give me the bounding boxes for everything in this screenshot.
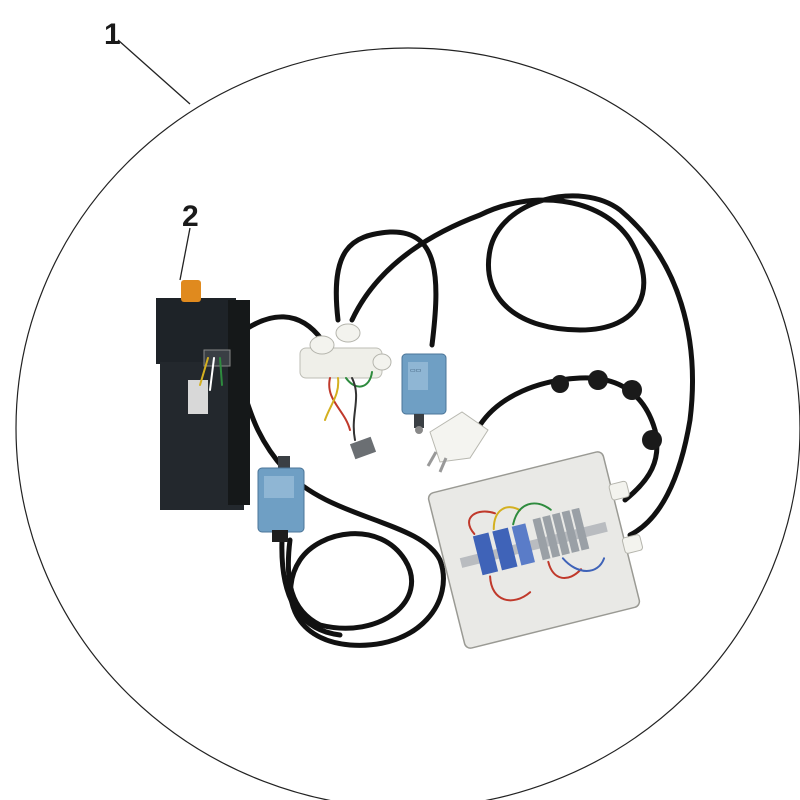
ferrite-bead-4 (642, 430, 662, 450)
relay-1 (472, 532, 499, 576)
left-switch-cable-loop (279, 537, 343, 638)
motor-label-sticker (188, 380, 208, 414)
control-box (427, 451, 644, 649)
junction-upper-cable (333, 229, 439, 348)
wire-connector-tab (349, 436, 377, 460)
junction-plate (299, 347, 383, 379)
gland-left (309, 335, 335, 355)
box-gland-bottom (621, 534, 644, 554)
terminal-block-1 (532, 517, 551, 561)
motor-shaft (181, 280, 201, 302)
gland-right (372, 353, 392, 371)
svg-text:▭▭: ▭▭ (410, 368, 422, 374)
terminal-block-3 (551, 512, 570, 556)
power-plug (426, 370, 662, 473)
long-cable-loop (349, 193, 695, 538)
callout-2-label: 2 (182, 200, 199, 233)
cable-junction (299, 323, 392, 460)
callout-1-leader (117, 39, 191, 105)
assembly-outline-circle (15, 47, 800, 800)
ferrite-bead-1 (551, 375, 569, 393)
terminal-block-4 (561, 510, 580, 553)
plug-body (429, 411, 489, 463)
terminal-block-5 (571, 507, 590, 551)
ferrite-bead-2 (588, 370, 608, 390)
terminal-block-2 (542, 515, 561, 558)
limit-switch-left (257, 456, 305, 542)
relay-3 (511, 523, 535, 566)
limit-switch-right: ▭▭ (401, 353, 447, 434)
motor-side-shade (228, 300, 250, 505)
motor-cable (235, 314, 325, 343)
gland-middle (335, 323, 361, 343)
callout-2-leader (179, 227, 191, 281)
motor-connector (203, 349, 231, 367)
box-gland-top (608, 480, 630, 501)
gear-motor (156, 280, 250, 510)
ferrite-bead-3 (622, 380, 642, 400)
callout-1-label: 1 (104, 18, 121, 51)
relay-2 (492, 527, 518, 571)
